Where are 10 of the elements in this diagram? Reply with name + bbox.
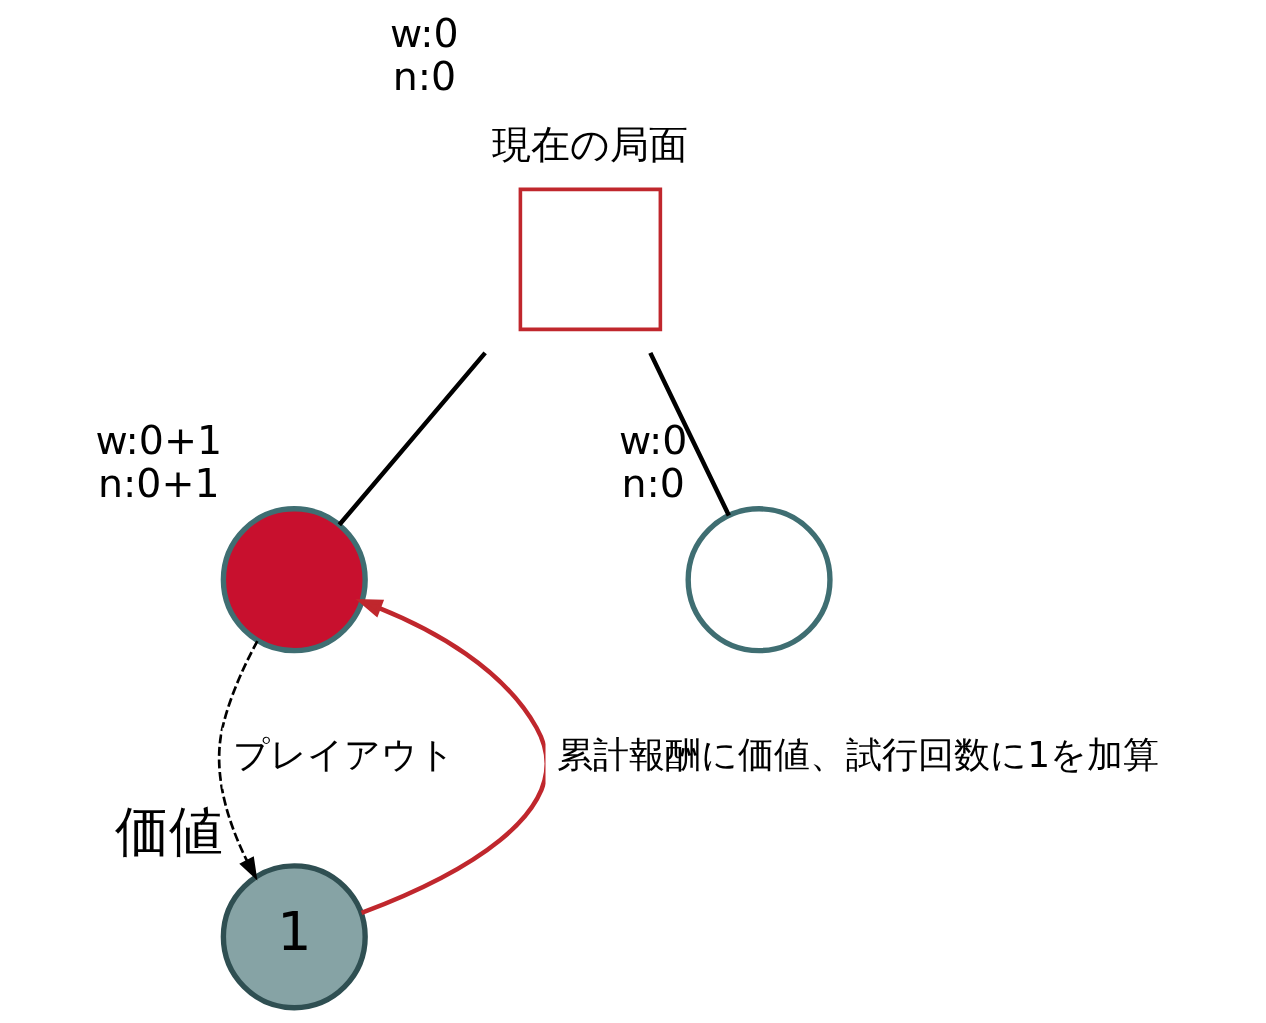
connector xyxy=(648,351,731,517)
connector xyxy=(337,351,487,527)
edge-label: 累計報酬に価値、試行回数に1を加算 xyxy=(557,734,1160,776)
edge-label: プレイアウト xyxy=(233,734,456,776)
node-circle xyxy=(685,506,833,654)
node-label: 価値 xyxy=(114,799,223,863)
node-circle: 1 xyxy=(220,863,368,1011)
node-label: 現在の局面 xyxy=(491,121,688,168)
arrow xyxy=(217,640,259,881)
node-circle xyxy=(220,506,368,654)
